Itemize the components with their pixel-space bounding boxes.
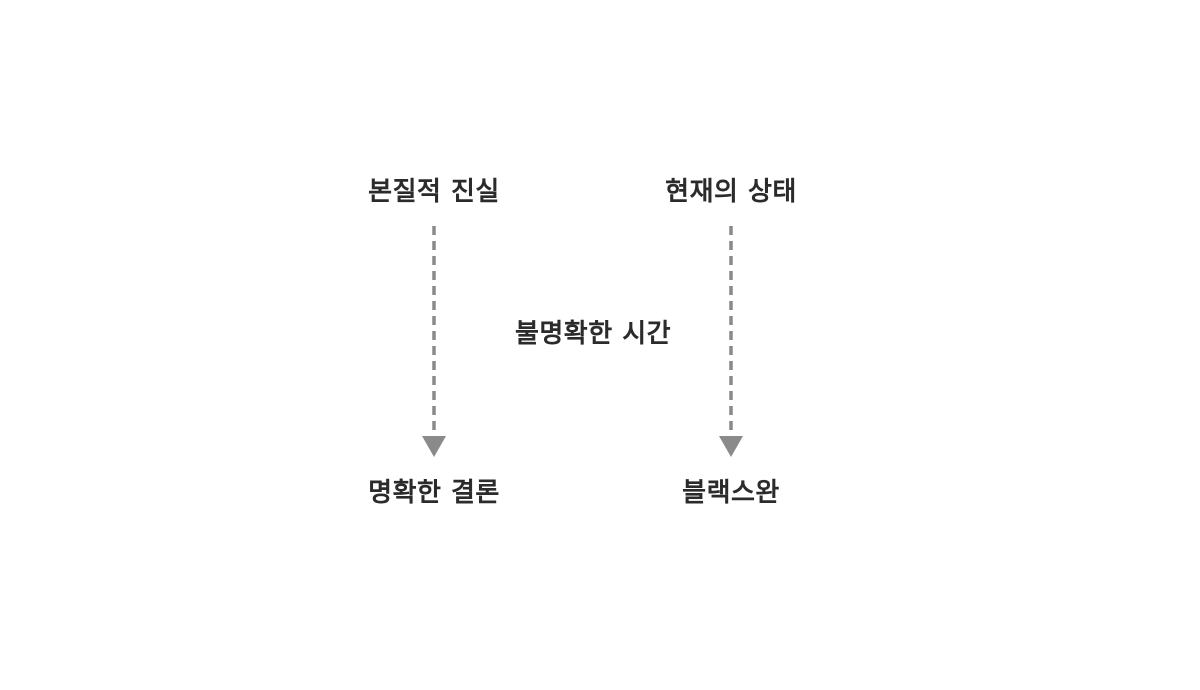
- node-essential-truth: 본질적 진실: [368, 177, 500, 207]
- node-current-state: 현재의 상태: [665, 177, 797, 207]
- node-black-swan: 블랙스완: [682, 478, 780, 508]
- node-clear-conclusion: 명확한 결론: [368, 478, 500, 508]
- arrow-left: [422, 226, 446, 457]
- arrow-right: [719, 226, 743, 457]
- node-uncertain-time: 불명확한 시간: [514, 319, 672, 349]
- arrow-left-head: [422, 436, 446, 457]
- arrow-right-head: [719, 436, 743, 457]
